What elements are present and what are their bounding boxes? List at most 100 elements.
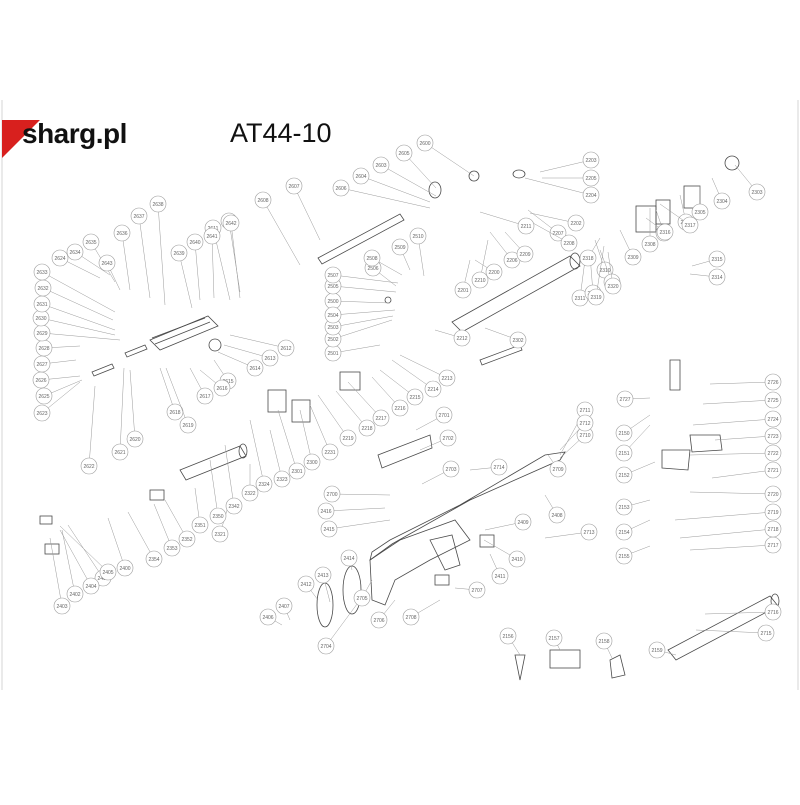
callout-label: 2153 — [618, 505, 629, 511]
callout-label: 2628 — [38, 346, 49, 352]
callout-label: 2303 — [751, 190, 762, 196]
callout-label: 2209 — [519, 252, 530, 258]
callout-label: 2637 — [133, 214, 144, 220]
leader-line — [41, 332, 121, 341]
bolt-part — [479, 534, 495, 548]
callout-bubble — [691, 203, 709, 221]
callout-bubble — [297, 575, 315, 593]
callout-label: 2504 — [327, 313, 338, 319]
callout-label: 2204 — [585, 193, 596, 199]
leader-line — [399, 354, 448, 379]
callout-label: 2415 — [323, 527, 334, 533]
callout-label: 2215 — [409, 395, 420, 401]
callout-bubble — [656, 223, 674, 241]
callout-bubble — [560, 234, 578, 252]
callout-bubble — [82, 233, 100, 251]
callout-bubble — [402, 608, 420, 626]
callout-label: 2634 — [69, 250, 80, 256]
leader-line — [299, 409, 313, 463]
callout-label: 2505 — [327, 284, 338, 290]
callout-label: 2310 — [599, 268, 610, 274]
callout-label: 2401 — [97, 576, 108, 582]
callout-bubble — [178, 530, 196, 548]
callout-label: 2630 — [35, 316, 46, 322]
leader-line — [391, 359, 434, 390]
leader-line — [692, 418, 774, 426]
callout-bubble — [616, 390, 634, 408]
probe-part — [479, 344, 523, 366]
callout-label: 2723 — [767, 434, 778, 440]
callout-bubble — [303, 453, 321, 471]
callout-label: 2717 — [767, 543, 778, 549]
callout-bubble — [416, 134, 434, 152]
callout-label: 2317 — [684, 223, 695, 229]
callout-label: 2621 — [114, 450, 125, 456]
callout-label: 2703 — [445, 467, 456, 473]
leader-line — [229, 334, 287, 349]
callout-bubble — [255, 475, 273, 493]
callout-bubble — [116, 559, 134, 577]
leader-line — [224, 444, 235, 507]
callout-label: 2606 — [335, 186, 346, 192]
callout-bubble — [764, 444, 782, 462]
callout-bubble — [582, 186, 600, 204]
brand-logo: sharg.pl — [0, 112, 160, 162]
leader-line — [679, 528, 774, 539]
callout-bubble — [485, 263, 503, 281]
callout-label: 2413 — [317, 573, 328, 579]
callout-label: 2416 — [320, 509, 331, 515]
callouts-group: 2600260526032604260626072608261026112612… — [32, 134, 782, 659]
callout-label: 2629 — [36, 331, 47, 337]
leader-line — [340, 187, 431, 209]
leader-line — [702, 399, 774, 405]
callout-bubble — [370, 611, 388, 629]
callout-label: 2605 — [398, 151, 409, 157]
callout-bubble — [285, 177, 303, 195]
callout-bubble — [582, 169, 600, 187]
callout-label: 2718 — [767, 527, 778, 533]
leader-line — [209, 459, 219, 517]
callout-bubble — [509, 331, 527, 349]
callout-label: 2300 — [306, 460, 317, 466]
callout-bubble — [491, 567, 509, 585]
callout-label: 2156 — [502, 634, 513, 640]
callout-label: 2507 — [327, 273, 338, 279]
callout-label: 2640 — [189, 240, 200, 246]
callout-label: 2320 — [607, 284, 618, 290]
callout-bubble — [615, 523, 633, 541]
callout-label: 2607 — [288, 184, 299, 190]
callout-bubble — [764, 485, 782, 503]
callout-bubble — [490, 458, 508, 476]
leader-line — [714, 435, 774, 441]
trigger-block-2-part — [661, 449, 691, 471]
callout-label: 2510 — [412, 234, 423, 240]
callout-label: 2404 — [85, 584, 96, 590]
callout-bubble — [149, 195, 167, 213]
leader-line — [67, 524, 104, 579]
callout-label: 2354 — [148, 557, 159, 563]
callout-bubble — [439, 429, 457, 447]
callout-bubble — [111, 443, 129, 461]
callout-label: 2314 — [711, 275, 722, 281]
callout-label: 2218 — [361, 426, 372, 432]
callout-label: 2501 — [327, 351, 338, 357]
trigger-pin-part — [669, 359, 681, 391]
trigger-unit-part — [549, 649, 581, 669]
callout-label: 2509 — [394, 245, 405, 251]
callout-label: 2500 — [327, 299, 338, 305]
callout-bubble — [213, 379, 231, 397]
callout-label: 2631 — [36, 302, 47, 308]
callout-label: 2704 — [320, 644, 331, 650]
leader-line — [711, 469, 774, 479]
callout-bubble — [604, 277, 622, 295]
leader-line — [331, 493, 391, 496]
callout-bubble — [615, 424, 633, 442]
callout-label: 2207 — [552, 231, 563, 237]
callout-bubble — [508, 550, 526, 568]
callout-bubble — [352, 167, 370, 185]
callout-label: 2231 — [324, 450, 335, 456]
callout-label: 2508 — [366, 256, 377, 262]
callout-label: 2706 — [373, 618, 384, 624]
callout-label: 2722 — [767, 451, 778, 457]
leader-line — [293, 185, 321, 241]
